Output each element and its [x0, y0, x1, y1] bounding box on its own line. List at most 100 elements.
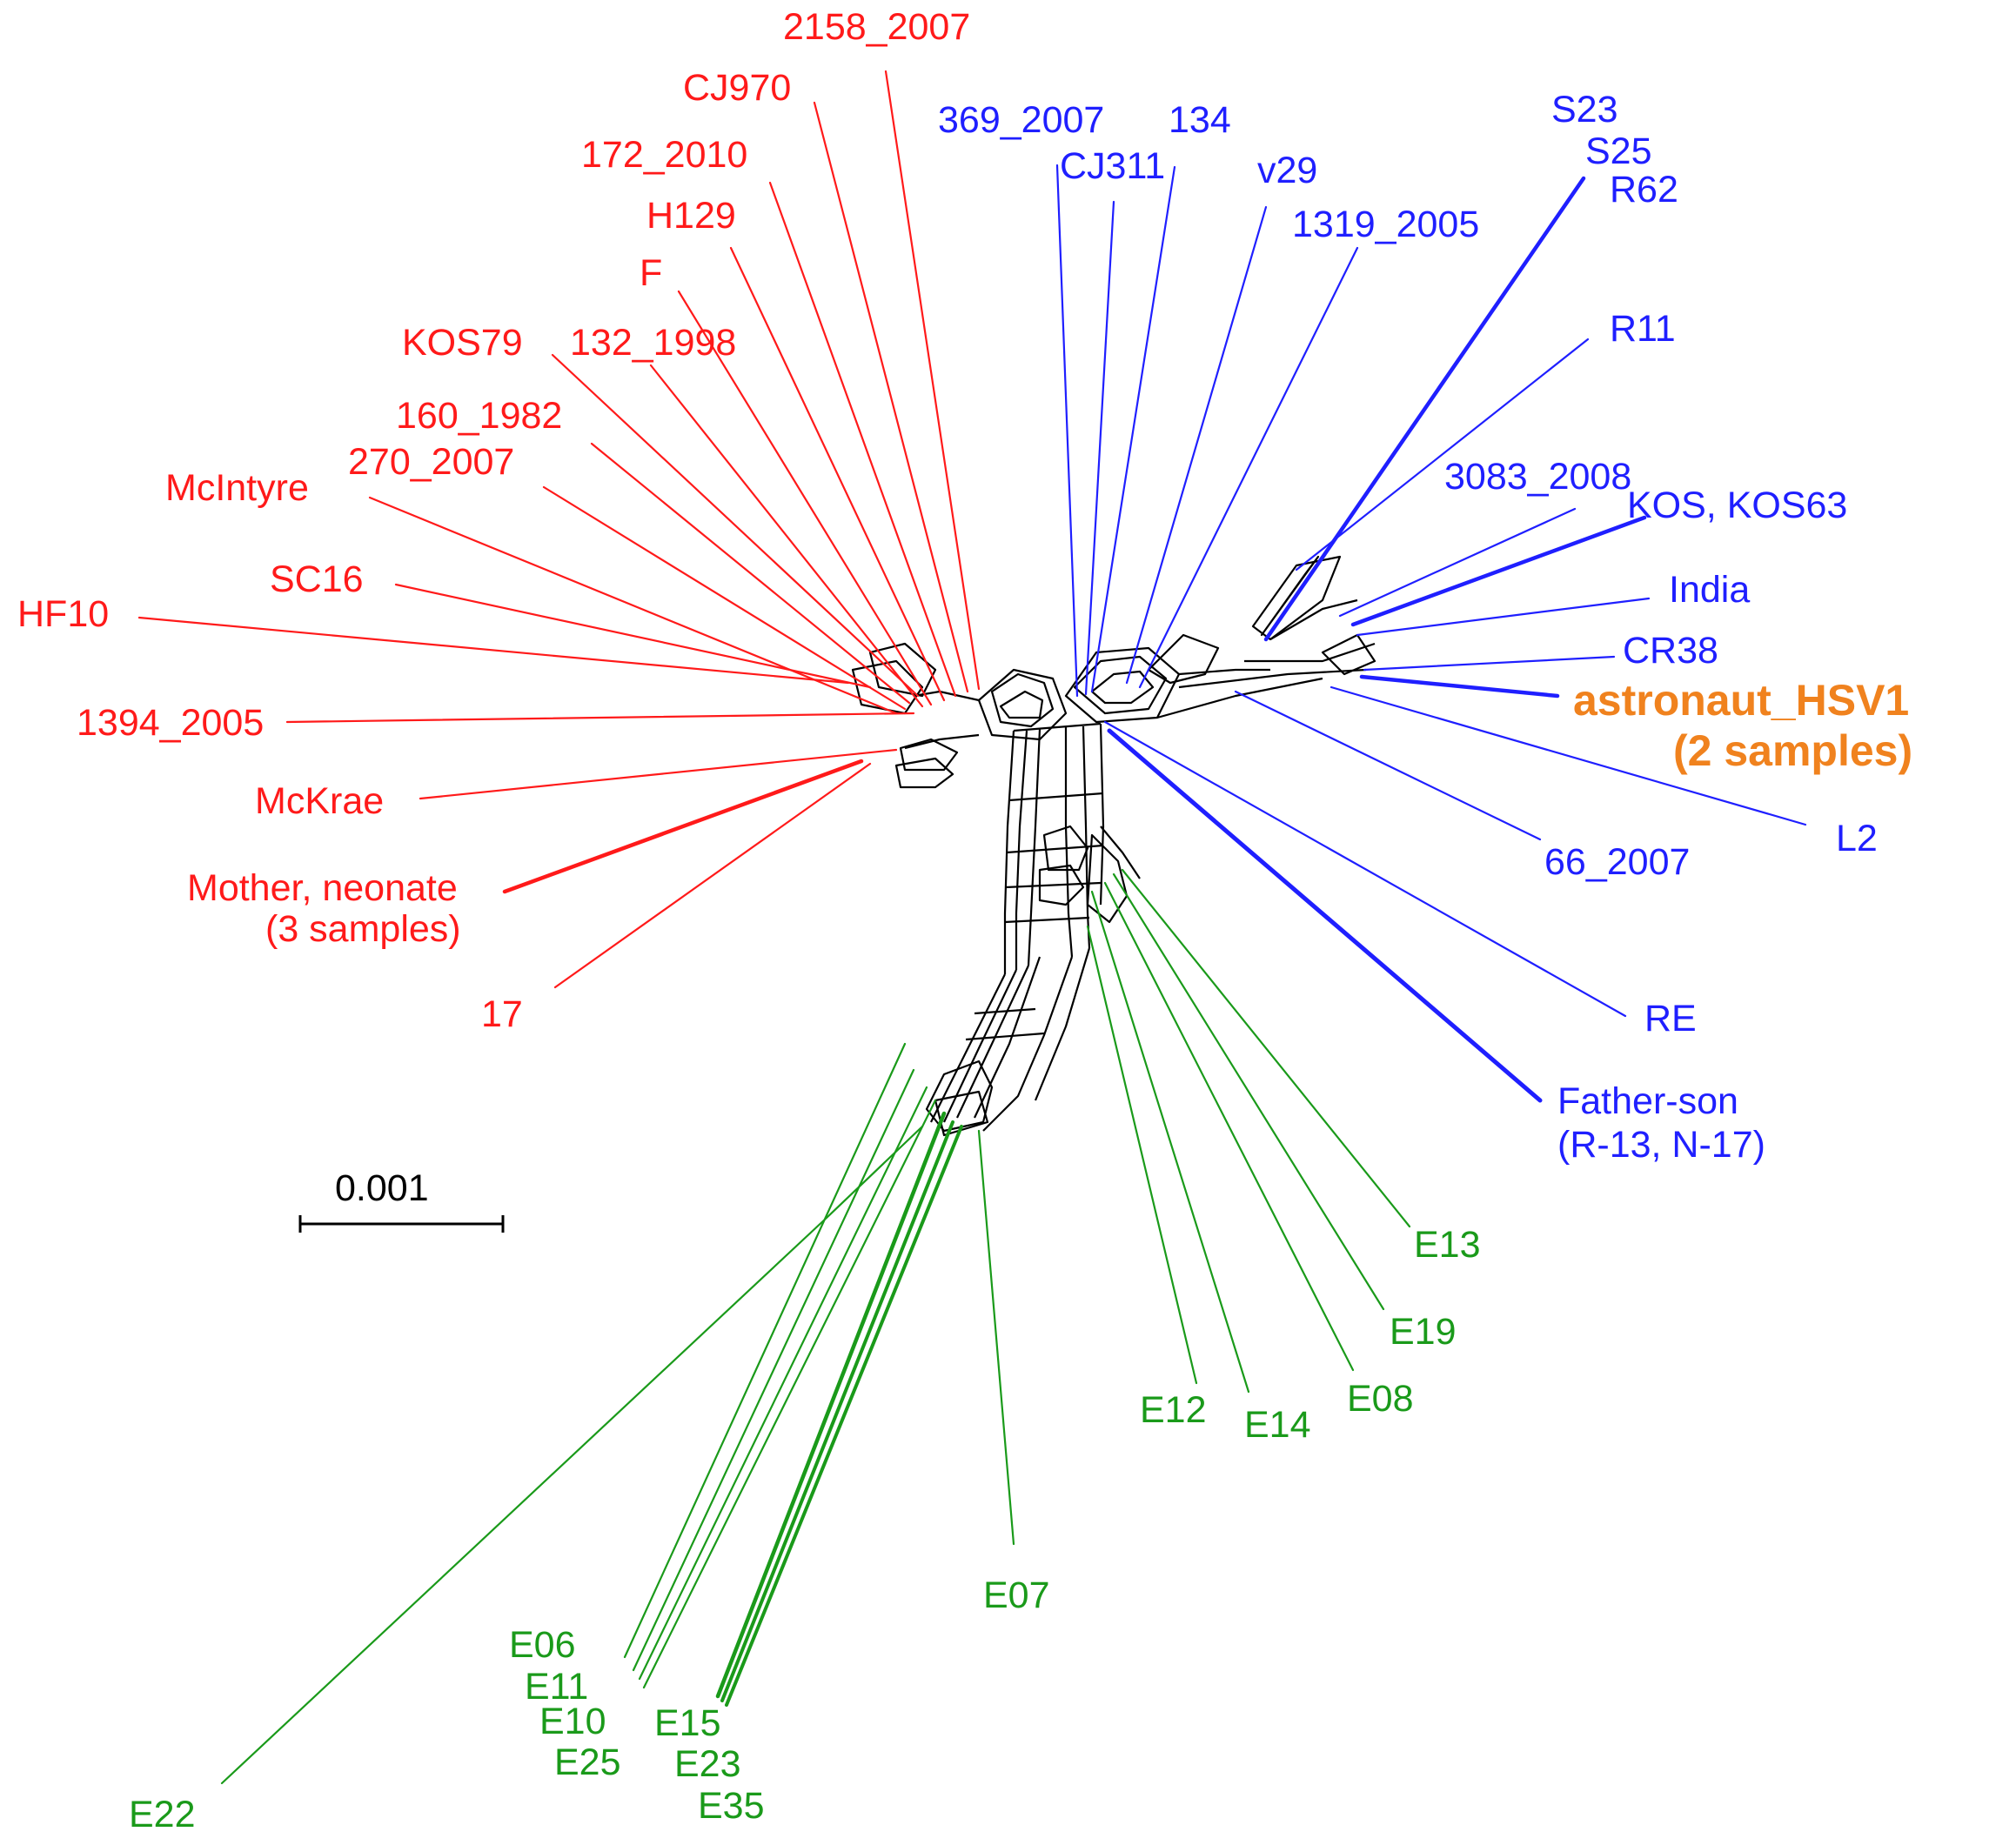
taxon-label-astronaut-hsv1: astronaut_HSV1: [1573, 676, 1909, 725]
taxon-label-r11: R11: [1610, 308, 1676, 350]
branch-e11: [632, 1068, 915, 1672]
branch-2158-2007: [884, 70, 981, 691]
taxon-label-e15: E15: [654, 1702, 721, 1744]
branch-e19: [1112, 872, 1385, 1311]
taxon-label-e13: E13: [1414, 1224, 1481, 1266]
branch-cj311: [1084, 200, 1115, 696]
branch-l2: [1329, 685, 1807, 826]
branch-kos-kos63: [1350, 515, 1647, 627]
branch-270-2007: [542, 485, 907, 711]
taxon-label-father-son: Father-son: [1557, 1080, 1738, 1122]
branch-mcintyre: [368, 496, 898, 715]
taxon-label-l2: L2: [1836, 818, 1878, 859]
taxon-label-e35: E35: [698, 1785, 765, 1827]
taxon-label-e10: E10: [539, 1701, 606, 1742]
taxon-label-e14: E14: [1244, 1404, 1311, 1446]
taxon-label-160-1982: 160_1982: [396, 395, 562, 437]
taxon-label-re: RE: [1644, 998, 1697, 1039]
blue-clade-labels: 369_2007 134 CJ311 v29 1319_2005 S23 S25…: [938, 89, 1878, 1166]
branch-e13: [1121, 868, 1411, 1228]
green-clade-labels: E13 E19 E08 E14 E12 E07 E06 E11 E10 E25 …: [129, 1224, 1481, 1835]
branch-f: [677, 290, 933, 706]
scale-bar: 0.001: [298, 1167, 505, 1233]
branch-kos79: [551, 353, 920, 698]
taxon-label-17: 17: [481, 993, 523, 1035]
taxon-label-father-son-samples: (R-13, N-17): [1557, 1124, 1765, 1166]
taxon-label-s23: S23: [1551, 89, 1618, 130]
branch-e06: [623, 1042, 907, 1659]
branch-mother-neonate: [502, 759, 864, 894]
taxon-label-kos-kos63: KOS, KOS63: [1627, 485, 1847, 526]
taxon-label-india: India: [1669, 569, 1750, 611]
branch-134: [1090, 165, 1176, 693]
taxon-label-e07: E07: [983, 1574, 1050, 1616]
taxon-label-e25: E25: [554, 1741, 621, 1783]
branch-e35: [725, 1125, 963, 1707]
taxon-label-e22: E22: [129, 1794, 196, 1835]
taxon-label-sc16: SC16: [270, 558, 364, 600]
taxon-label-v29: v29: [1257, 150, 1317, 191]
blue-clade-branches: [1055, 164, 1807, 1103]
taxon-label-cj311: CJ311: [1060, 145, 1165, 187]
branch-e15: [715, 1111, 947, 1699]
taxon-label-mother-neonate-samples: (3 samples): [265, 908, 461, 950]
taxon-label-e23: E23: [674, 1743, 741, 1785]
branch-172-2010: [768, 181, 957, 698]
taxon-label-1319-2005: 1319_2005: [1292, 204, 1479, 245]
branch-66-2007: [1234, 690, 1542, 841]
branch-astronaut: [1359, 674, 1560, 699]
taxon-label-mckrae: McKrae: [255, 780, 384, 822]
taxon-label-134: 134: [1169, 99, 1231, 141]
taxon-label-270-2007: 270_2007: [348, 441, 514, 483]
branch-1319-2005: [1138, 246, 1359, 689]
branch-re: [1103, 720, 1627, 1018]
branch-e22: [220, 1125, 924, 1785]
branch-cr38: [1363, 655, 1616, 672]
taxon-label-cr38: CR38: [1623, 630, 1718, 672]
branch-r11: [1295, 338, 1590, 572]
taxon-label-s25: S25: [1585, 130, 1652, 172]
branch-e12: [1086, 925, 1198, 1385]
branch-s23-s25-r62: [1263, 176, 1586, 642]
taxon-label-66-2007: 66_2007: [1544, 841, 1690, 883]
taxon-label-e08: E08: [1347, 1378, 1414, 1420]
taxon-label-h129: H129: [646, 195, 736, 237]
red-clade-branches: [137, 70, 981, 989]
taxon-label-e12: E12: [1140, 1389, 1207, 1431]
taxon-label-132-1998: 132_1998: [570, 322, 736, 364]
branch-father-son: [1107, 728, 1543, 1103]
red-clade-labels: 2158_2007 CJ970 172_2010 H129 F KOS79 13…: [17, 6, 970, 1035]
branch-160-1982: [590, 442, 911, 705]
branch-e14: [1090, 890, 1250, 1394]
highlighted-taxon-label: astronaut_HSV1 (2 samples): [1573, 676, 1912, 775]
branch-cj970: [813, 101, 969, 693]
branch-17: [553, 762, 872, 989]
taxon-label-2158-2007: 2158_2007: [783, 6, 970, 48]
taxon-label-1394-2005: 1394_2005: [77, 702, 264, 744]
branch-v29: [1125, 205, 1268, 685]
taxon-label-f: F: [640, 252, 662, 294]
taxon-label-mcintyre: McIntyre: [165, 467, 309, 509]
branch-1394-2005: [285, 712, 915, 724]
branch-e10: [638, 1086, 928, 1681]
green-clade-branches: [220, 868, 1411, 1785]
taxon-label-172-2010: 172_2010: [581, 134, 747, 176]
taxon-label-3083-2008: 3083_2008: [1444, 456, 1631, 498]
taxon-label-hf10: HF10: [17, 593, 109, 635]
taxon-label-e11: E11: [525, 1666, 588, 1708]
taxon-label-cj970: CJ970: [683, 67, 791, 109]
branch-h129: [729, 246, 946, 702]
branch-132-1998: [649, 364, 924, 708]
taxon-label-369-2007: 369_2007: [938, 99, 1104, 141]
taxon-label-mother-neonate: Mother, neonate: [187, 867, 458, 909]
scale-bar-label: 0.001: [335, 1167, 429, 1209]
taxon-label-r62: R62: [1610, 169, 1678, 211]
taxon-label-e06: E06: [509, 1624, 576, 1666]
taxon-label-astronaut-samples: (2 samples): [1673, 726, 1912, 775]
branch-e25: [642, 1099, 937, 1689]
taxon-label-e19: E19: [1390, 1311, 1457, 1353]
network-core: [851, 555, 1376, 1137]
branch-3083-2008: [1338, 507, 1577, 618]
branch-e07: [977, 1129, 1015, 1546]
